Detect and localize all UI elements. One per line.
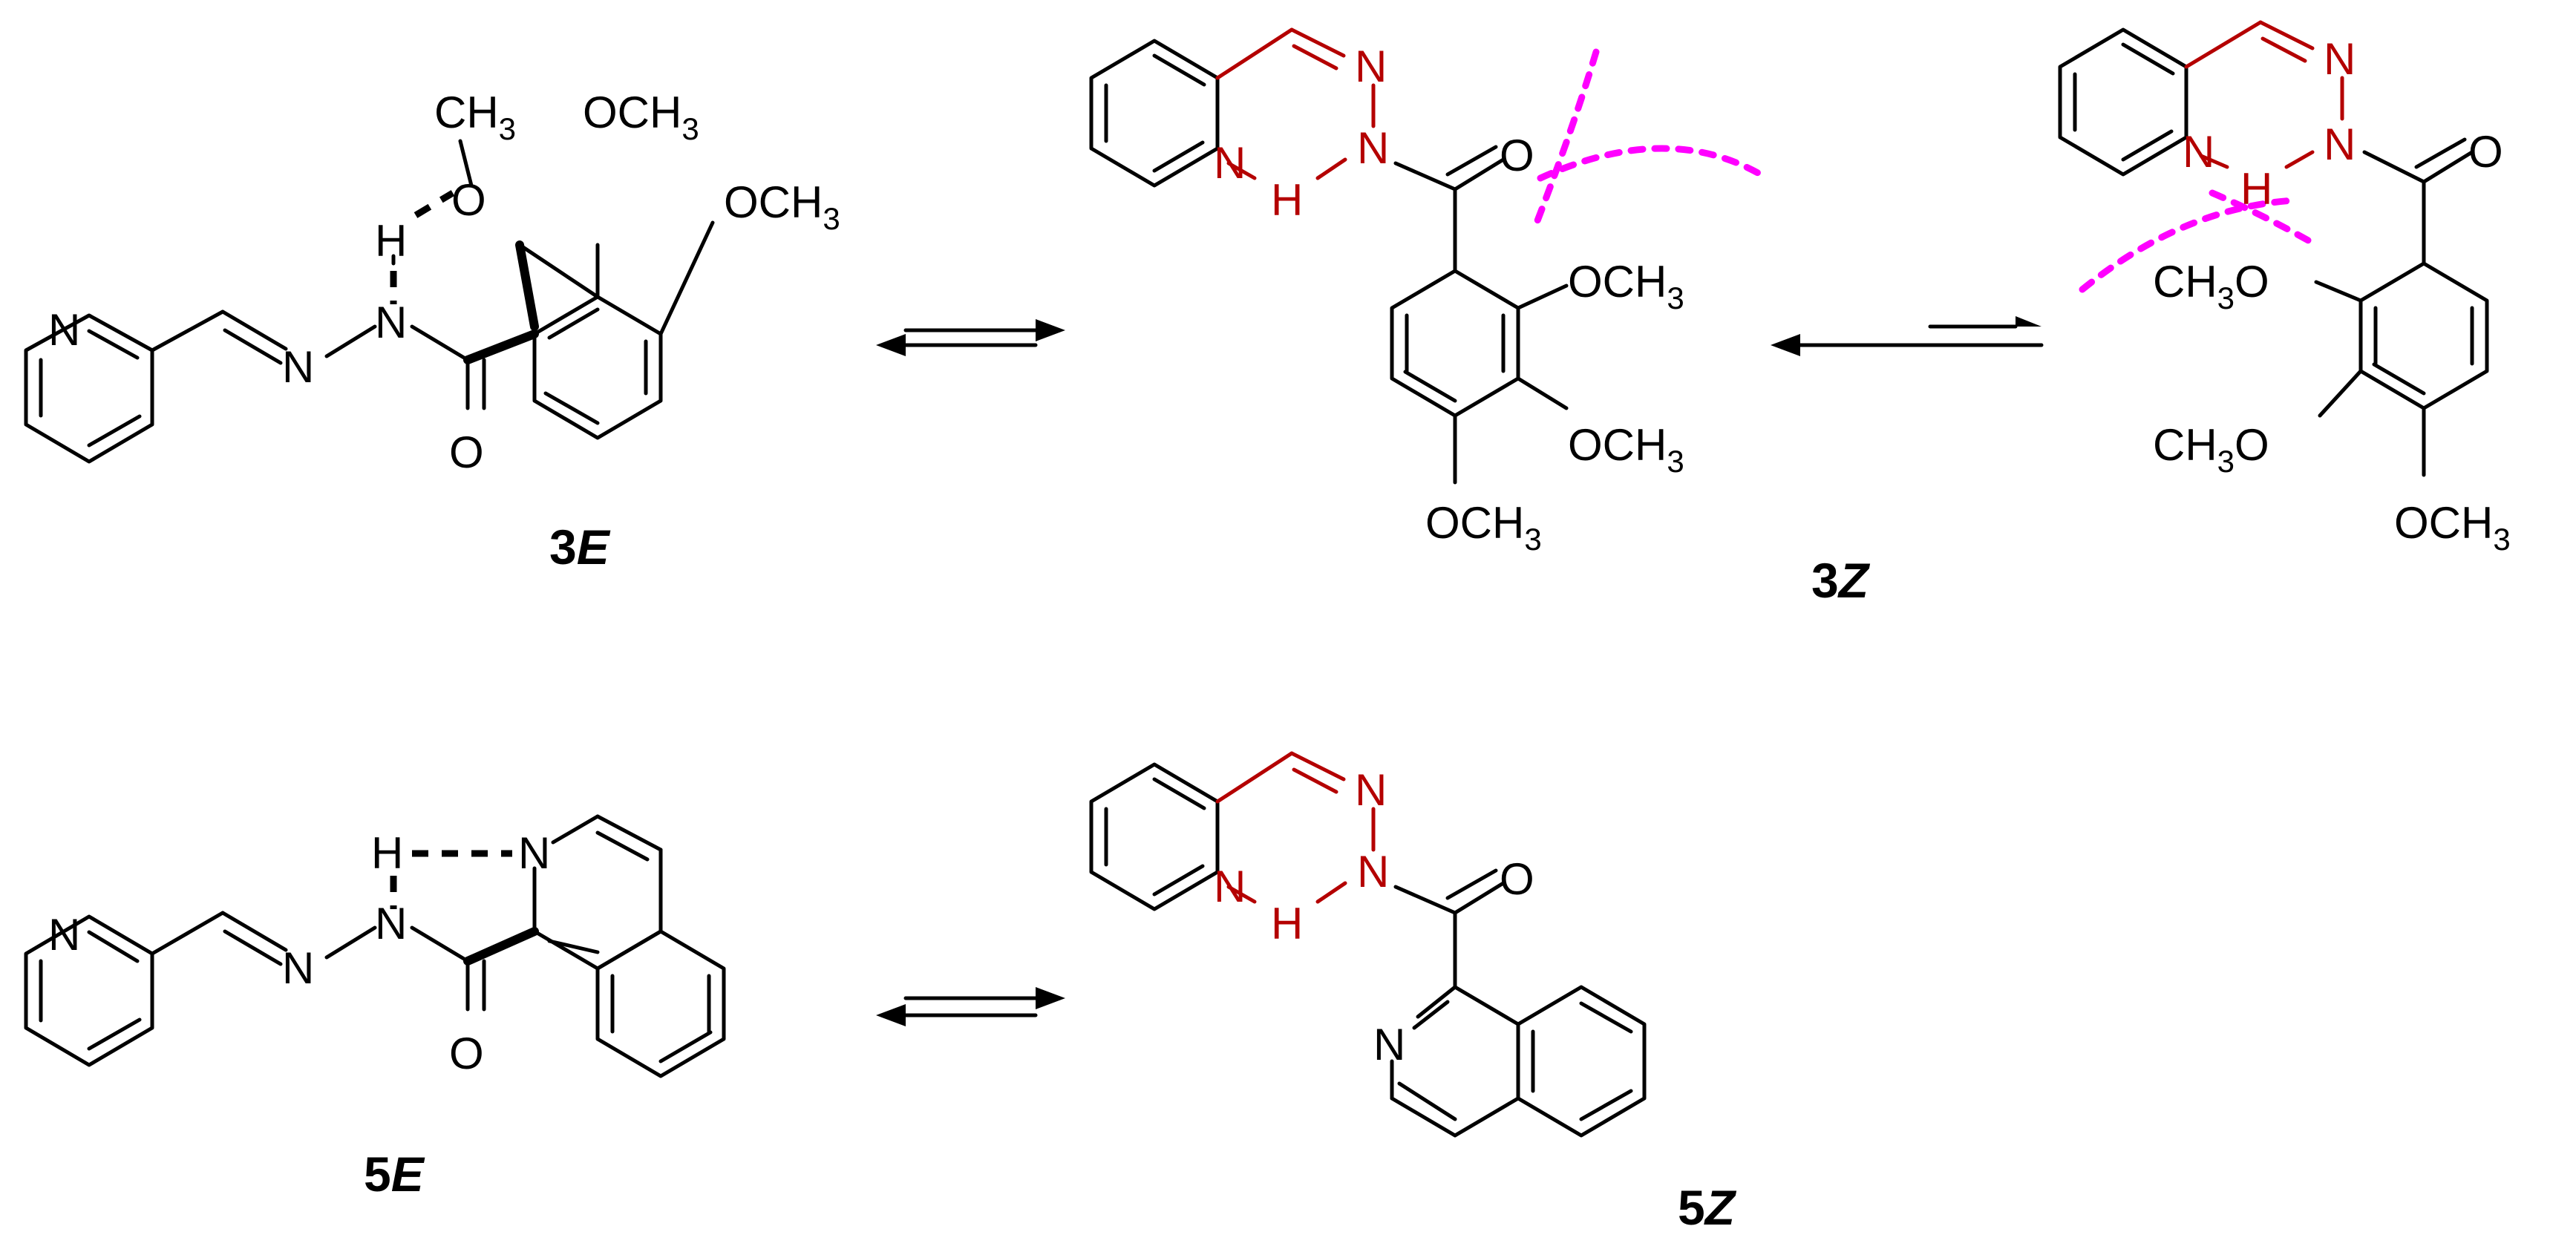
molecule-3Z-conformer-a: N N N H O OCH3 OCH3 OCH3	[1089, 27, 1771, 557]
atom-label: CH3O	[2153, 257, 2269, 315]
atom-label: N	[1357, 847, 1389, 897]
atom-label: N	[48, 305, 80, 355]
pyridine-ring-5Z	[1089, 762, 1220, 911]
caption-3Z: 3Z	[1811, 553, 1871, 608]
atom-label: H	[2240, 164, 2272, 214]
photo-equilibrium-arrow-5	[876, 987, 1065, 1026]
atom-label: N	[282, 943, 314, 993]
atom-label: H	[1271, 899, 1303, 948]
atom-label: N	[48, 910, 80, 960]
atom-label: O	[1500, 131, 1534, 180]
atom-label: OCH3	[583, 88, 699, 146]
atom-label: N	[1214, 862, 1246, 911]
photo-equilibrium-arrow-3	[876, 319, 1065, 356]
atom-label: N	[2324, 119, 2356, 169]
atom-label: OCH3	[724, 177, 840, 236]
molecule-5E: N N N H N O	[24, 814, 726, 1078]
pyridine-ring-3E	[24, 313, 154, 464]
atom-label: O	[449, 427, 484, 477]
atom-label: O	[451, 175, 486, 225]
atom-label: N	[1355, 765, 1387, 815]
atom-label: N	[1373, 1020, 1405, 1069]
atom-label: N	[375, 298, 407, 347]
steric-clash-mark	[1533, 48, 1600, 226]
atom-label: OCH3	[1568, 257, 1684, 315]
pyridine-ring-3Z-a	[1089, 39, 1220, 188]
atom-label: N	[2183, 127, 2214, 177]
atom-label: CH3	[434, 88, 516, 146]
atom-label: O	[449, 1029, 484, 1078]
steric-clash-mark	[2079, 197, 2298, 293]
caption-3E: 3E	[549, 520, 611, 574]
atom-label: N	[375, 899, 407, 948]
molecule-3E: N N N H O O CH3 OCH3 OCH3 3E	[24, 88, 840, 574]
benzene-ring-3Z-a	[1390, 269, 1520, 418]
benzo-ring-5Z	[1516, 985, 1647, 1138]
atom-label: CH3O	[2153, 420, 2269, 479]
pyridine-ring-5E	[24, 914, 154, 1067]
caption-5Z: 5Z	[1678, 1180, 1737, 1235]
atom-label: N	[282, 342, 314, 392]
benzene-ring-3E	[532, 295, 663, 440]
atom-label: N	[1357, 123, 1389, 173]
atom-label: N	[2324, 34, 2356, 84]
atom-label: OCH3	[1425, 498, 1542, 557]
caption-5E: 5E	[364, 1147, 425, 1202]
steric-clash-mark	[2209, 189, 2320, 249]
atom-label: N	[1214, 138, 1246, 188]
benzene-ring-3Z-b	[2358, 261, 2489, 410]
atom-label: N	[518, 828, 550, 878]
atom-label: H	[371, 828, 403, 878]
atom-label: N	[1355, 42, 1387, 91]
atom-label: H	[1271, 175, 1303, 225]
atom-label: H	[375, 216, 407, 266]
molecule-3Z-conformer-b: N N N H O CH3O CH3O OCH3	[2058, 20, 2511, 557]
atom-label: O	[2468, 127, 2503, 177]
molecule-5Z: N N N H O N	[1089, 751, 1647, 1138]
steric-clash-mark	[1537, 145, 1771, 182]
atom-label: OCH3	[2394, 498, 2511, 557]
benzo-ring-5E	[595, 929, 726, 1078]
conformer-equilibrium-arrow	[1771, 316, 2044, 356]
pyridine-ring-3Z-b	[2058, 27, 2188, 177]
atom-label: OCH3	[1568, 420, 1684, 479]
atom-label: O	[1500, 854, 1534, 904]
